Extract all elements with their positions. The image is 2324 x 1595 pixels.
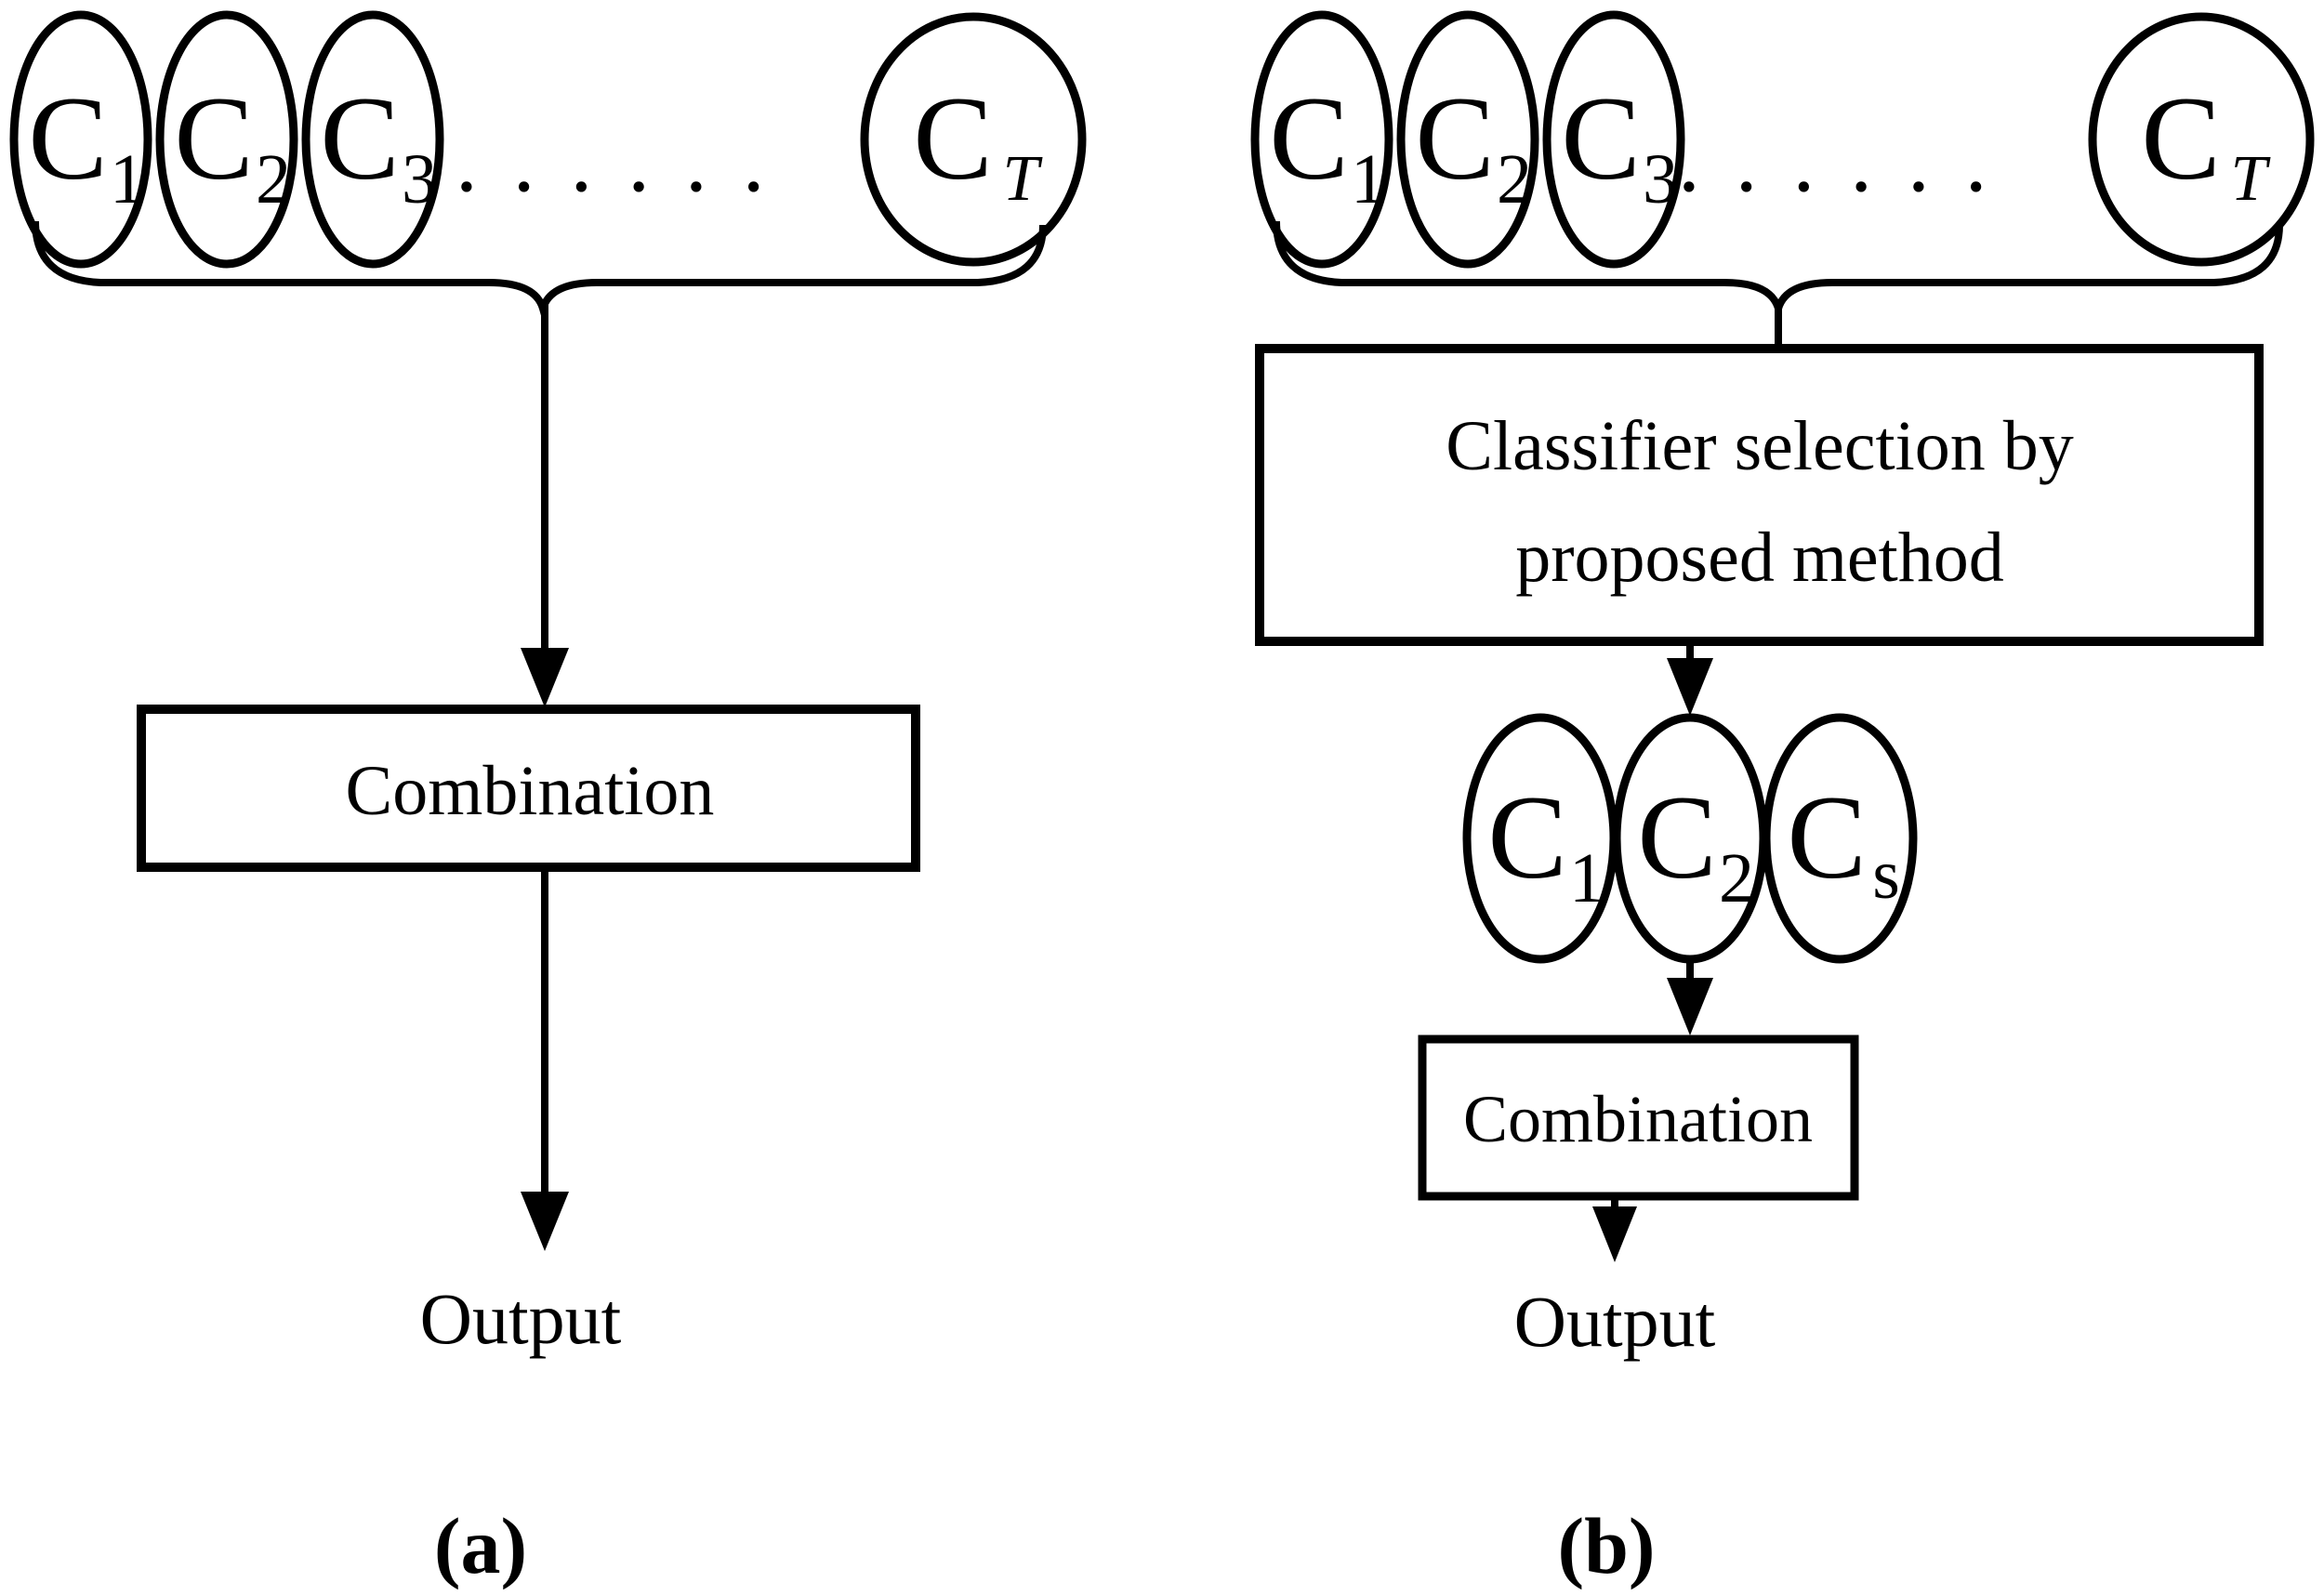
b-node-ct-base: C	[2141, 72, 2220, 204]
a-ellipsis-dots: ......	[456, 112, 800, 210]
a-combination-box	[137, 705, 920, 872]
a-node-ct-base: C	[913, 72, 992, 204]
b-selected-c2-base: C	[1637, 771, 1716, 903]
a-arrowhead-to-output	[521, 1192, 569, 1251]
a-node-c3-sub: 3	[402, 140, 437, 218]
a-node-c1-base: C	[28, 72, 107, 204]
a-classifier-node-c3	[301, 10, 444, 269]
b-arrowhead-to-combination	[1667, 978, 1713, 1035]
b-figure-label: (b)	[1557, 1501, 1655, 1590]
a-combination-label: Combination	[346, 752, 715, 830]
b-ellipsis-dots: ......	[1678, 112, 2023, 210]
b-selection-box	[1255, 344, 2264, 646]
b-arrowhead-to-selected	[1667, 658, 1713, 716]
b-selection-label-line1: Classifier selection by	[1446, 407, 2073, 485]
b-combination-label: Combination	[1463, 1082, 1813, 1156]
b-classifier-node-c1	[1250, 10, 1393, 269]
a-node-c2-sub: 2	[256, 140, 291, 218]
b-selected-cs-sub: s	[1872, 836, 1900, 914]
b-node-c3-base: C	[1561, 72, 1640, 204]
a-node-ct-sub: T	[1003, 143, 1044, 215]
a-figure-label: (a)	[434, 1501, 527, 1590]
b-selected-c2-sub: 2	[1719, 839, 1754, 917]
b-classifier-node-c2	[1396, 10, 1539, 269]
a-arrowhead-to-combination	[521, 648, 569, 707]
b-classifier-node-ct	[2088, 12, 2315, 267]
a-classifier-node-c2	[155, 10, 298, 269]
b-node-ct-sub: T	[2231, 143, 2272, 215]
b-node-c3-sub: 3	[1643, 140, 1678, 218]
diagram-a: C 1 C 2 C 3 C T ...... Combination Outpu…	[9, 10, 1087, 1590]
b-node-c2-base: C	[1415, 72, 1494, 204]
b-node-c1-sub: 1	[1351, 140, 1386, 218]
b-selected-c1-sub: 1	[1569, 839, 1604, 917]
a-classifier-node-ct	[860, 12, 1087, 267]
b-arrowhead-to-output	[1592, 1206, 1637, 1262]
a-node-c2-base: C	[174, 72, 253, 204]
b-combination-box	[1418, 1035, 1859, 1201]
a-classifier-node-c1	[9, 10, 152, 269]
b-selected-node-cs	[1762, 713, 1918, 964]
b-node-c1-base: C	[1269, 72, 1348, 204]
b-output-label: Output	[1514, 1281, 1716, 1362]
a-output-label: Output	[420, 1278, 622, 1359]
b-node-c2-sub: 2	[1497, 140, 1532, 218]
a-node-c1-sub: 1	[110, 140, 145, 218]
a-node-c3-base: C	[320, 72, 399, 204]
b-selection-label-line2: proposed method	[1515, 519, 2004, 597]
b-selected-cs-base: C	[1787, 771, 1866, 903]
b-classifier-node-c3	[1542, 10, 1685, 269]
b-selected-c1-base: C	[1487, 771, 1566, 903]
diagram-b: C 1 C 2 C 3 C T ...... Classifier select…	[1250, 10, 2315, 1590]
